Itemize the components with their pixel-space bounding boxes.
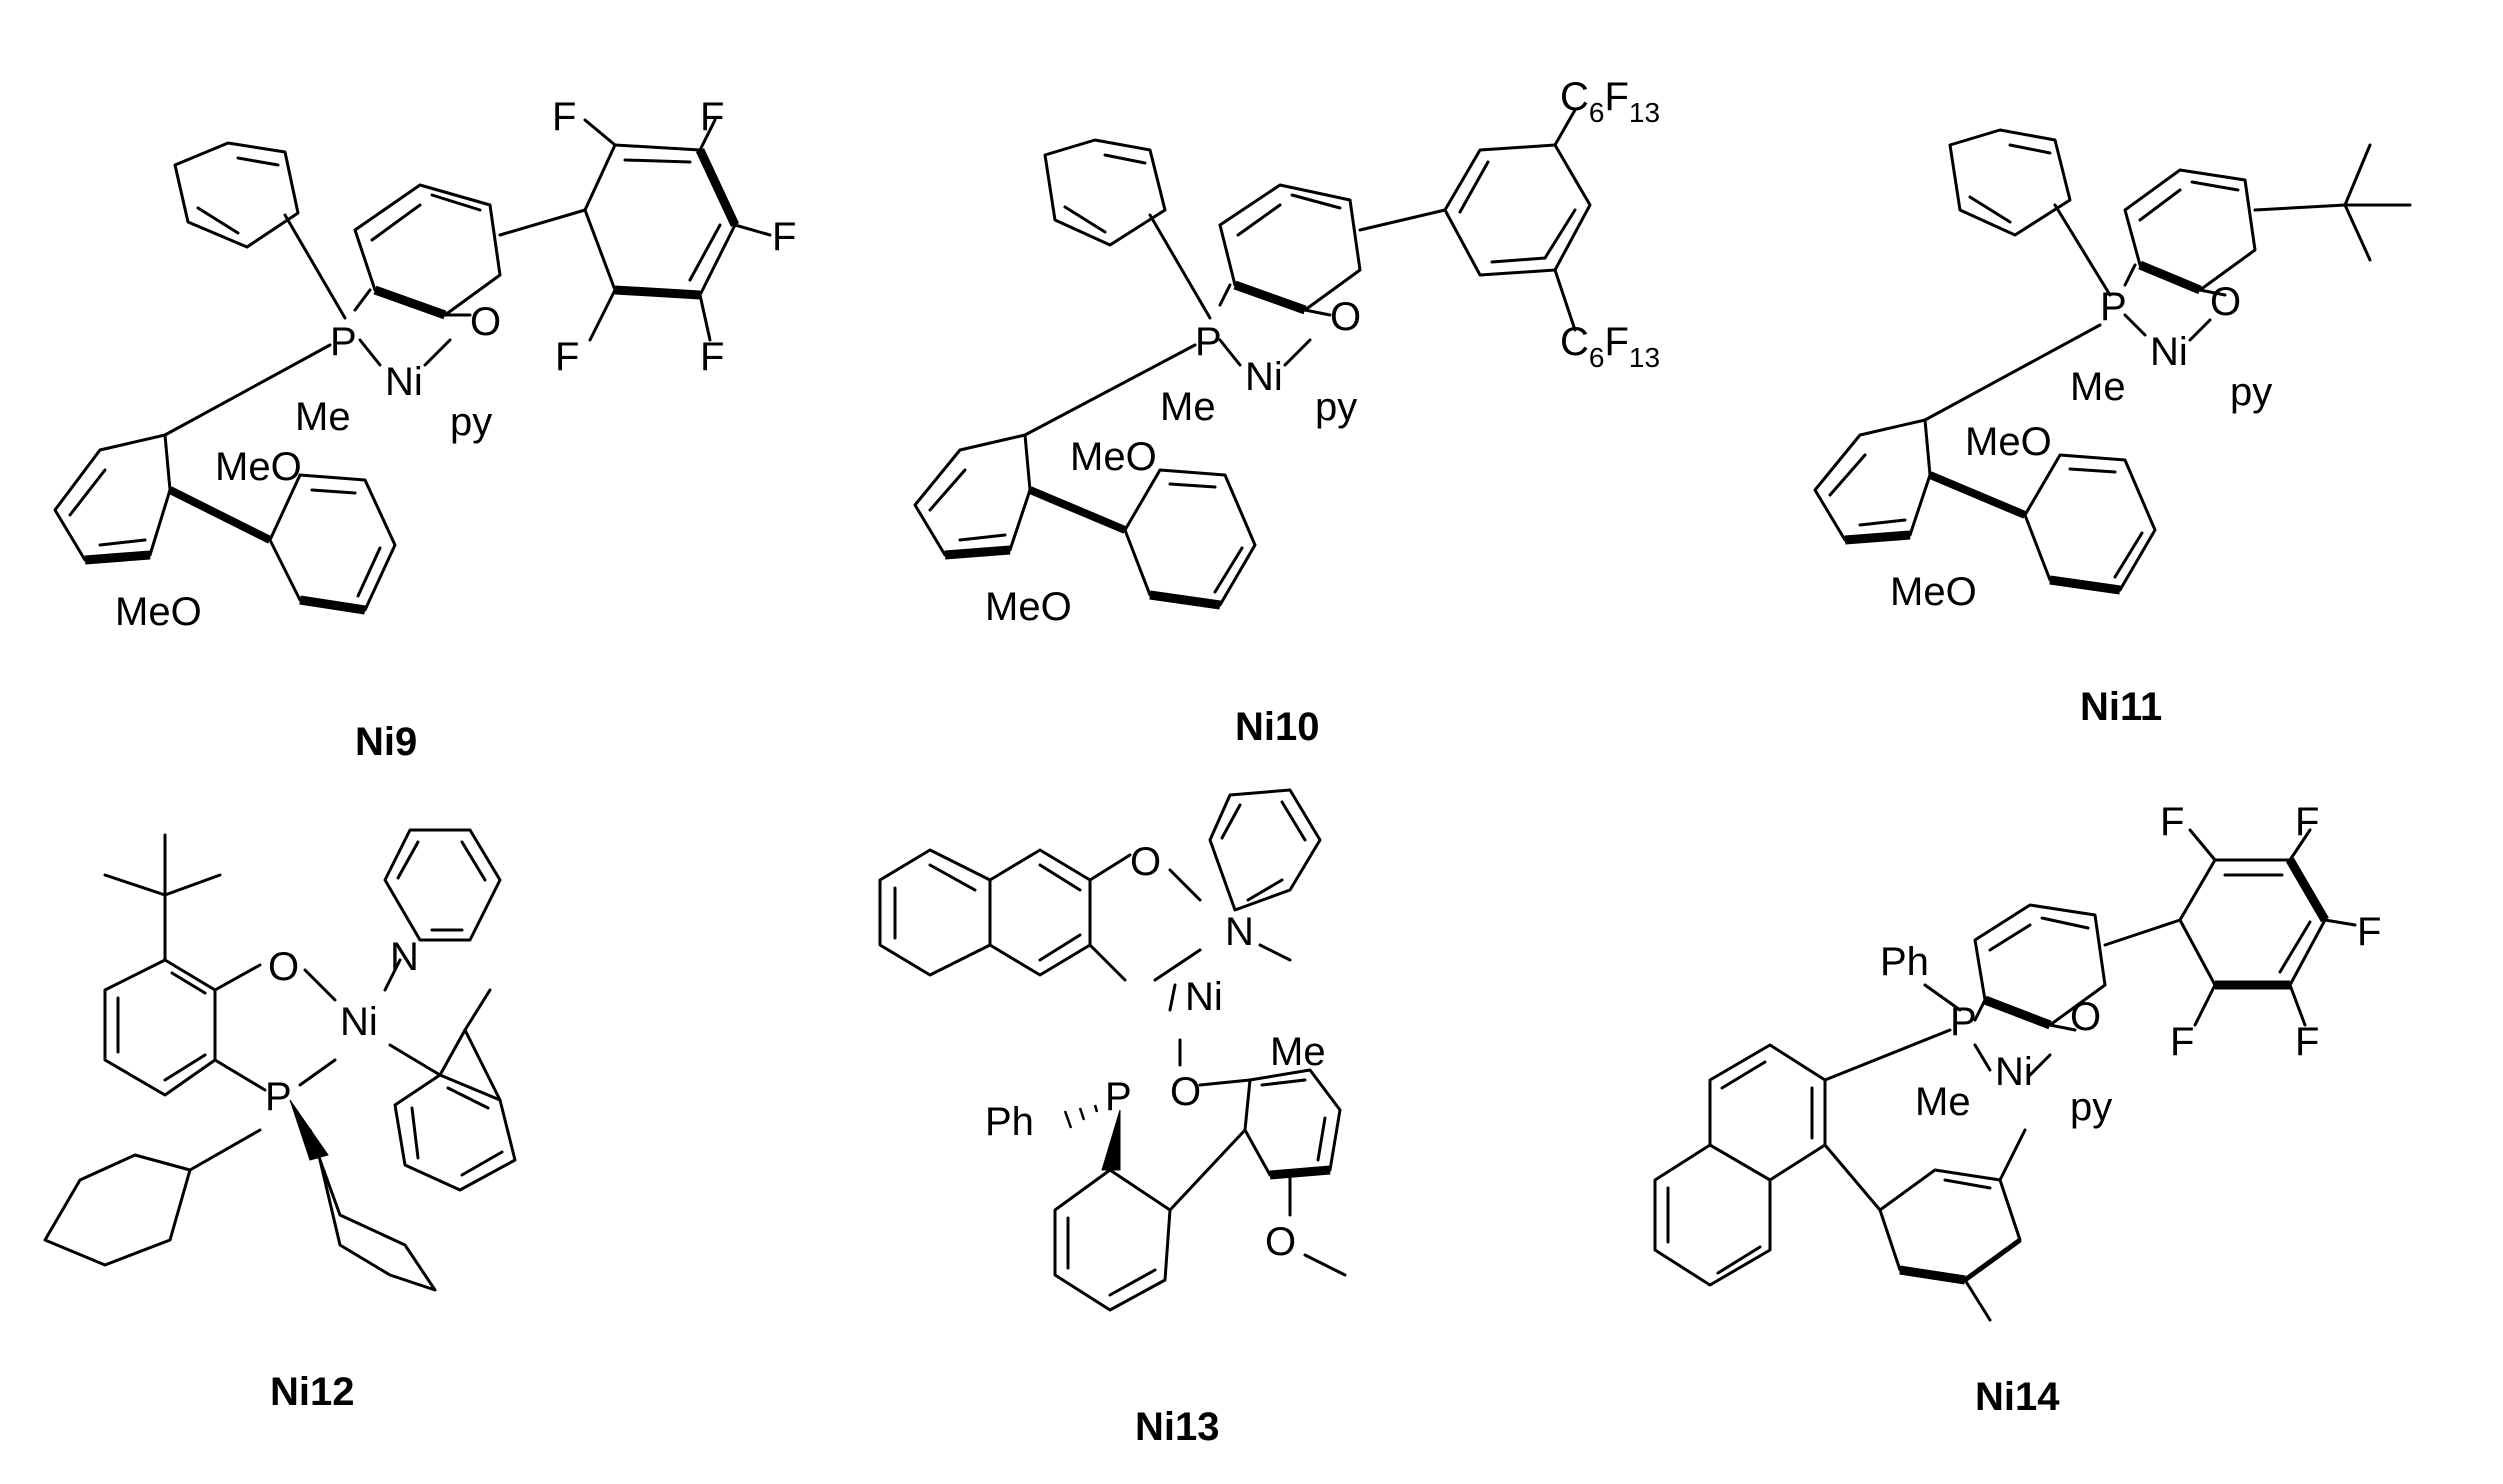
- ni9-atom-f1: F: [552, 95, 576, 139]
- ni9-atom-py: py: [450, 400, 492, 444]
- ni13-hash: [1063, 1104, 1099, 1129]
- ni14-atom-py: py: [2070, 1085, 2112, 1129]
- ni10-atom-me: Me: [1160, 385, 1216, 429]
- ni11-bonds: [1813, 128, 2412, 595]
- ni13-atom-o: O: [1130, 840, 1161, 884]
- ni13-atom-n: N: [1225, 910, 1254, 954]
- ni9-atom-ome-top: MeO: [215, 445, 302, 489]
- ni14-atom-f1: F: [2160, 800, 2184, 844]
- ni14-atom-ni: Ni: [1995, 1050, 2033, 1094]
- ni10-atom-p: P: [1195, 320, 1222, 364]
- compound-ni13: O N Ni Me P Ph O O Ni13: [878, 788, 1347, 1449]
- ni10-atom-ome-bottom: MeO: [985, 585, 1072, 629]
- ni14-atom-f5: F: [2295, 1020, 2319, 1064]
- ni14-atom-f2: F: [2295, 800, 2319, 844]
- compound-ni10: P O Ni Me py MeO MeO C6F13 C6F13 Ni10: [913, 75, 1660, 749]
- ni12-bonds: [43, 828, 517, 1292]
- ni12-atom-o: O: [268, 945, 299, 989]
- ni14-atom-o: O: [2070, 995, 2101, 1039]
- ni12-atom-ni: Ni: [340, 1000, 378, 1044]
- ni10-atom-py: py: [1315, 385, 1357, 429]
- ni9-atom-ome-bottom: MeO: [115, 590, 202, 634]
- ni9-atom-me: Me: [295, 395, 351, 439]
- ni9-atom-o: O: [470, 300, 501, 344]
- ni14-atom-labels: Ph P O Ni Me py F F F F F: [1880, 800, 2381, 1129]
- ni10-atom-c6f13-bottom: C6F13: [1560, 320, 1660, 373]
- ni13-atom-o-bottom: O: [1265, 1220, 1296, 1264]
- ni13-compound-label: Ni13: [1135, 1405, 1220, 1449]
- ni10-bonds: [913, 108, 1592, 610]
- ni12-wedge: [289, 1099, 329, 1161]
- ni13-atom-o-top: O: [1170, 1070, 1201, 1114]
- ni9-atom-f5: F: [700, 335, 724, 379]
- ni11-atom-o: O: [2210, 280, 2241, 324]
- ni11-compound-label: Ni11: [2080, 685, 2162, 729]
- ni12-compound-label: Ni12: [270, 1370, 355, 1414]
- ni9-atom-f3: F: [772, 215, 796, 259]
- ni9-atom-labels: P O Ni Me py MeO MeO F F F F F: [115, 95, 796, 634]
- ni13-bonds: [878, 788, 1347, 1312]
- ni11-atom-ome-bottom: MeO: [1890, 570, 1977, 614]
- ni9-compound-label: Ni9: [355, 720, 417, 764]
- ni13-atom-me: Me: [1270, 1030, 1326, 1074]
- ni12-atom-n: N: [390, 935, 419, 979]
- compound-ni12: O N Ni P Ni12: [43, 828, 517, 1414]
- ni13-atom-labels: O N Ni Me P Ph O O: [985, 840, 1326, 1264]
- compound-ni11: P O Ni Me py MeO MeO Ni11: [1813, 128, 2412, 729]
- ni14-atom-me: Me: [1915, 1080, 1971, 1124]
- ni10-compound-label: Ni10: [1235, 705, 1320, 749]
- compound-ni9: P O Ni Me py MeO MeO F F F F F Ni9: [53, 95, 796, 764]
- ni14-atom-ph: Ph: [1880, 940, 1929, 984]
- ni13-wedge: [1101, 1109, 1121, 1171]
- ni9-atom-ni: Ni: [385, 360, 423, 404]
- ni11-atom-py: py: [2230, 370, 2272, 414]
- ni11-atom-ome-top: MeO: [1965, 420, 2052, 464]
- ni14-bonds: [1653, 828, 2357, 1322]
- ni14-atom-f4: F: [2170, 1020, 2194, 1064]
- ni12-atom-p: P: [265, 1075, 292, 1119]
- ni10-atom-c6f13-top: C6F13: [1560, 75, 1660, 128]
- ni9-atom-f2: F: [700, 95, 724, 139]
- ni9-bonds: [53, 118, 772, 615]
- ni14-atom-p: P: [1950, 1000, 1977, 1044]
- ni14-atom-f3: F: [2357, 910, 2381, 954]
- ni13-atom-ni: Ni: [1185, 975, 1223, 1019]
- ni14-compound-label: Ni14: [1975, 1375, 2060, 1419]
- compound-ni14: Ph P O Ni Me py F F F F F Ni14: [1653, 800, 2381, 1419]
- ni10-atom-labels: P O Ni Me py MeO MeO C6F13 C6F13: [985, 75, 1660, 629]
- ni13-atom-ph: Ph: [985, 1100, 1034, 1144]
- ni11-atom-p: P: [2100, 285, 2127, 329]
- ni12-atom-labels: O N Ni P: [265, 935, 419, 1119]
- ni9-atom-f4: F: [555, 335, 579, 379]
- ni10-atom-o: O: [1330, 295, 1361, 339]
- ni11-atom-me: Me: [2070, 365, 2126, 409]
- ni10-atom-ni: Ni: [1245, 355, 1283, 399]
- ni9-atom-p: P: [330, 320, 357, 364]
- ni13-atom-p: P: [1105, 1075, 1132, 1119]
- ni11-atom-labels: P O Ni Me py MeO MeO: [1890, 280, 2272, 614]
- ni11-atom-ni: Ni: [2150, 330, 2188, 374]
- ni10-atom-ome-top: MeO: [1070, 435, 1157, 479]
